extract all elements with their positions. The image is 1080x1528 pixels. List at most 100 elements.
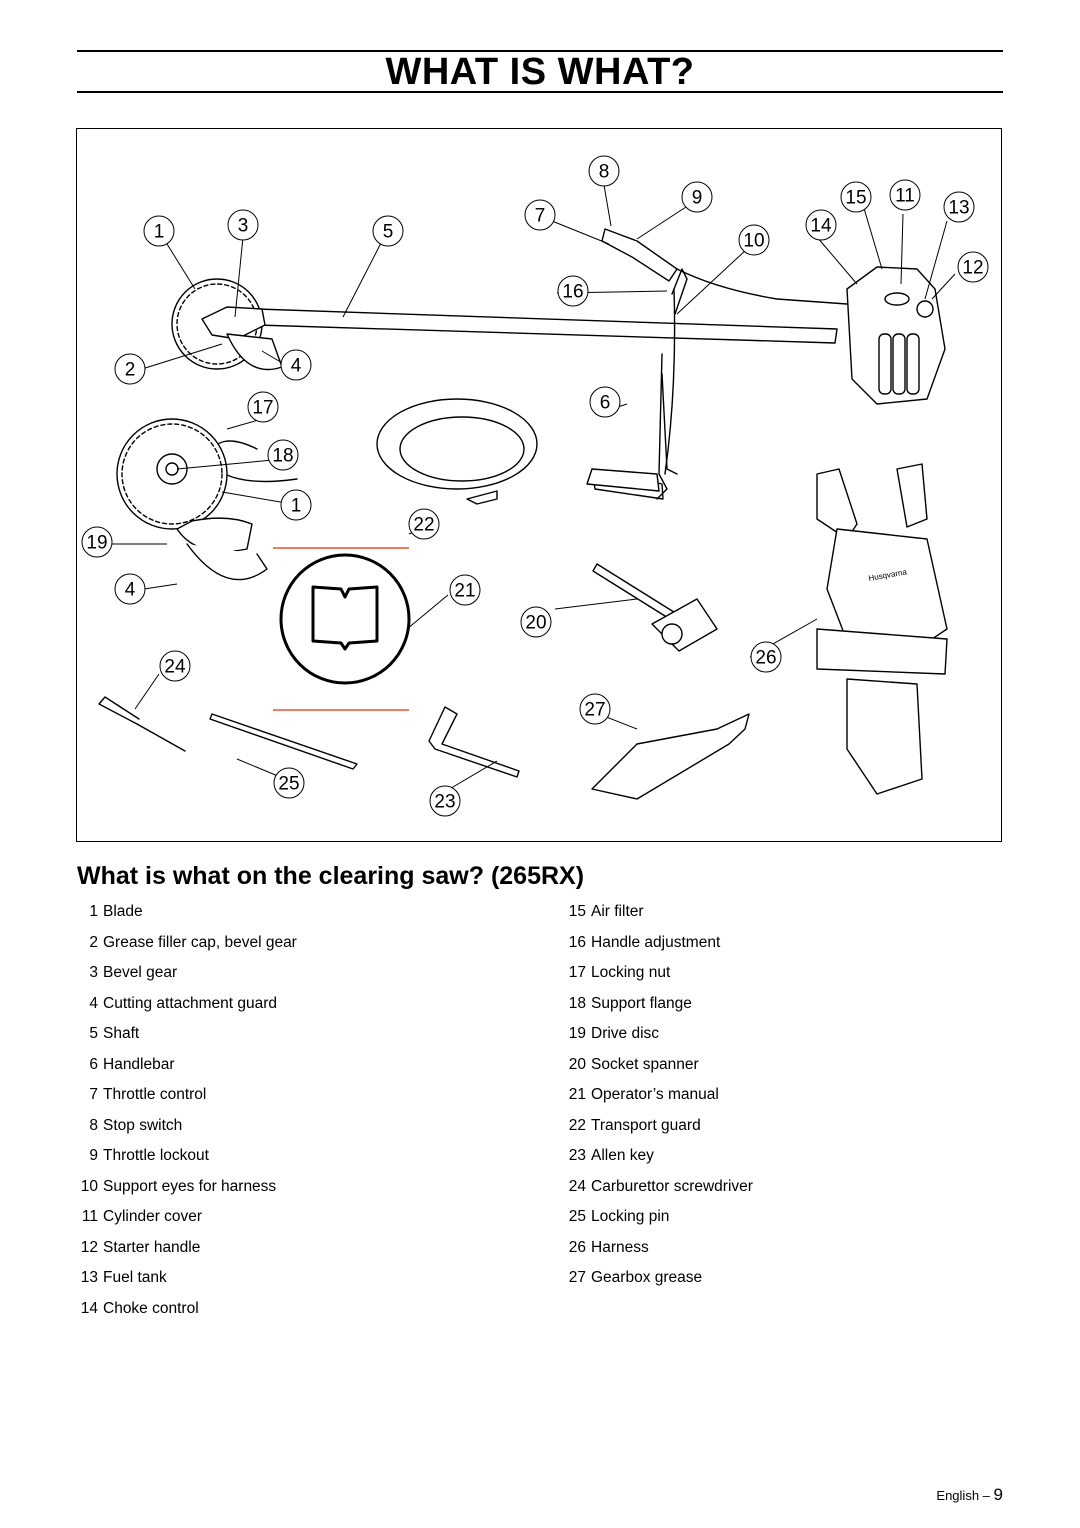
part-name: Fuel tank — [103, 1269, 167, 1286]
callout-circle-5 — [372, 215, 404, 247]
page-title: WHAT IS WHAT? — [385, 51, 695, 93]
part-number: 8 — [89, 1116, 98, 1134]
part-name: Throttle control — [103, 1086, 207, 1103]
callout-circle-11 — [889, 179, 921, 211]
callout-label: 13 — [948, 198, 969, 219]
callout-circle-1 — [143, 215, 175, 247]
manual-drawing — [279, 553, 411, 685]
page-footer: English – 9 — [936, 1485, 1003, 1505]
part-number: 5 — [89, 1025, 98, 1042]
part-name: Operator’s manual — [591, 1086, 719, 1103]
part-number: 4 — [89, 994, 98, 1012]
callout-circle-9 — [681, 181, 713, 213]
callout-circle-15 — [840, 181, 872, 213]
callout-circle-25 — [273, 767, 305, 799]
callout-label: 3 — [238, 216, 249, 237]
part-name: Throttle lockout — [103, 1147, 209, 1164]
parts-illustration: Husqvarna — [76, 128, 1002, 842]
part-name: Locking pin — [591, 1208, 670, 1225]
callout-circle-27 — [579, 693, 611, 725]
illustration-drawing: Husqvarna — [81, 155, 989, 817]
callout-label: 1 — [291, 496, 302, 517]
callout-label: 26 — [755, 648, 776, 669]
bevel-gear-drawing — [201, 306, 266, 340]
part-list-item: 9 Throttle lockout — [77, 1147, 297, 1178]
part-number: 13 — [80, 1269, 98, 1286]
part-list-item: 22 Transport guard — [565, 1117, 753, 1148]
part-number: 17 — [568, 964, 586, 981]
part-number: 12 — [80, 1238, 98, 1256]
part-number: 2 — [89, 933, 98, 951]
engine-drawing — [846, 266, 946, 405]
part-number: 16 — [568, 933, 586, 951]
callout-label: 24 — [164, 657, 186, 678]
callout-label: 11 — [895, 186, 915, 207]
part-number: 6 — [89, 1055, 98, 1073]
callout-label: 10 — [743, 231, 764, 252]
callout-label: 8 — [599, 162, 610, 183]
callout-label: 7 — [535, 206, 546, 227]
locking-pin-drawing — [209, 713, 358, 770]
part-list-item: 2 Grease filler cap, bevel gear — [77, 933, 297, 965]
callout-circle-10 — [738, 224, 770, 256]
part-number: 1 — [89, 903, 98, 920]
part-list-item: 26 Harness — [565, 1239, 753, 1270]
callout-label: 18 — [272, 446, 293, 467]
part-list-item: 14 Choke control — [77, 1300, 297, 1331]
callout-label: 25 — [278, 774, 299, 795]
callout-circle-17 — [247, 391, 279, 423]
callout-circle-4b — [114, 573, 146, 605]
drive-disc-drawing — [176, 517, 253, 553]
part-name: Grease filler cap, bevel gear — [103, 933, 297, 951]
callout-label: 20 — [525, 613, 546, 634]
grease-tube-drawing — [591, 713, 750, 800]
part-name: Transport guard — [591, 1116, 701, 1134]
page-number: 9 — [993, 1485, 1003, 1504]
footer-dash: – — [982, 1488, 990, 1503]
lower-blade-drawing — [116, 418, 228, 530]
callout-circle-24 — [159, 650, 191, 682]
part-name: Handle adjustment — [591, 933, 721, 951]
part-name: Harness — [591, 1238, 649, 1256]
part-number: 3 — [89, 964, 98, 981]
part-number: 19 — [568, 1025, 586, 1042]
part-number: 22 — [568, 1116, 586, 1134]
callout-label: 1 — [154, 222, 165, 243]
part-number: 14 — [80, 1299, 98, 1317]
part-name: Choke control — [103, 1299, 199, 1317]
part-list-item: 13 Fuel tank — [77, 1269, 297, 1300]
title-rule-bottom — [77, 91, 1003, 93]
handlebar-lower-drawing — [661, 373, 678, 475]
callout-circle-1b — [280, 489, 312, 521]
callout-label: 22 — [413, 515, 434, 536]
callout-label: 15 — [845, 188, 866, 209]
part-name: Allen key — [591, 1147, 654, 1164]
part-number: 27 — [568, 1269, 586, 1286]
part-number: 9 — [89, 1147, 98, 1164]
callout-label: 4 — [291, 356, 302, 377]
callout-circle-19 — [81, 526, 113, 558]
title-rule-top — [77, 50, 1003, 52]
part-number: 24 — [568, 1177, 586, 1195]
callout-circle-8 — [588, 155, 620, 187]
callout-label: 5 — [383, 222, 394, 243]
part-number: 10 — [80, 1177, 98, 1195]
part-number: 20 — [568, 1055, 586, 1073]
callout-circle-4a — [280, 349, 312, 381]
part-number: 26 — [568, 1238, 586, 1256]
callout-circle-13 — [943, 191, 975, 223]
part-number: 23 — [568, 1147, 586, 1164]
part-number: 11 — [81, 1208, 98, 1225]
